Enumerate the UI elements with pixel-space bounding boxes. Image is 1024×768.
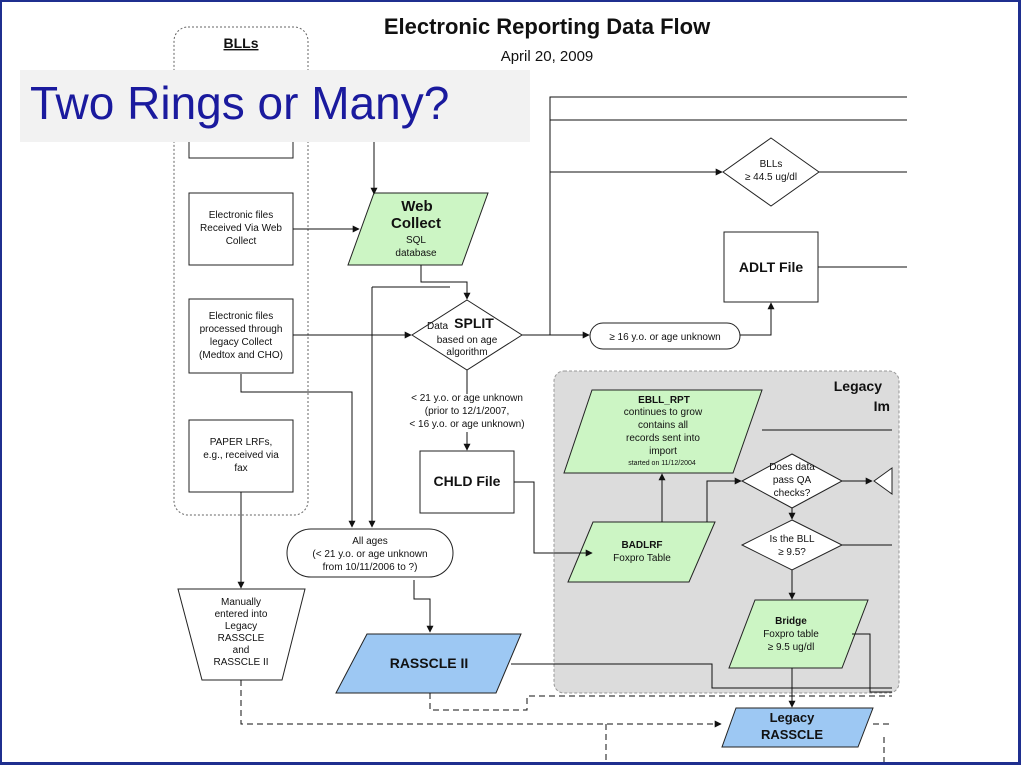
bridge-title: Bridge [775, 616, 807, 627]
legacy-import-label-2: Im [874, 398, 890, 414]
diagram-title: Electronic Reporting Data Flow [384, 14, 711, 39]
qa-check-line-3: checks? [774, 488, 811, 499]
bridge-line-2: ≥ 9.5 ug/dl [768, 642, 815, 653]
node-files-legacy [188, 298, 294, 374]
all-ages-line-2: (< 21 y.o. or age unknown [312, 549, 427, 560]
ebll-rpt-line-2: contains all [638, 420, 688, 431]
badlrf-sub: Foxpro Table [613, 553, 671, 564]
web-collect-sub-2: database [395, 248, 437, 259]
node-adlt-file [723, 231, 819, 303]
node-manual-entry [177, 588, 306, 681]
node-legacy-rasscle [721, 707, 874, 748]
node-files-webcollect [188, 192, 294, 266]
paper-lrfs-line-3: fax [234, 463, 247, 474]
node-all-ages [286, 528, 454, 578]
node-paper-lrfs [188, 419, 294, 493]
manual-entry-line-5: and [233, 645, 250, 656]
bll-threshold-line-2: ≥ 44.5 ug/dl [745, 172, 797, 183]
legacy-import-label: Legacy [834, 378, 882, 394]
dashed-connectors [240, 680, 892, 762]
under21-note-line-3: < 16 y.o. or age unknown) [409, 419, 524, 430]
chld-file-label: CHLD File [434, 473, 501, 489]
node-badlrf [567, 521, 716, 583]
age16-label: ≥ 16 y.o. or age unknown [609, 332, 720, 343]
qa-check-line-1: Does data [769, 462, 815, 473]
manual-entry-line-2: entered into [215, 609, 268, 620]
split-sub-2: algorithm [446, 347, 487, 358]
bridge-line-1: Foxpro table [763, 629, 819, 640]
slide-title-box: Two Rings or Many? [20, 70, 530, 142]
manual-entry-line-4: RASSCLE [218, 633, 265, 644]
under21-note-line-1: < 21 y.o. or age unknown [411, 393, 523, 404]
files-legacy-line-3: legacy Collect [210, 337, 272, 348]
split-title: SPLIT [454, 315, 494, 331]
bll-check-line-1: Is the BLL [769, 534, 814, 545]
diagram-date: April 20, 2009 [501, 48, 594, 65]
adlt-file-label: ADLT File [739, 259, 804, 275]
bll-check-line-2: ≥ 9.5? [778, 547, 806, 558]
node-offscreen-diamond [873, 467, 893, 495]
ebll-rpt-line-1: continues to grow [624, 407, 703, 418]
ebll-rpt-line-3: records sent into [626, 433, 700, 444]
all-ages-line-1: All ages [352, 536, 388, 547]
files-legacy-line-4: (Medtox and CHO) [199, 350, 283, 361]
files-legacy-line-2: processed through [200, 324, 283, 335]
manual-entry-line-1: Manually [221, 597, 261, 608]
node-web-collect [347, 192, 489, 266]
files-webcollect-line-1: Electronic files [209, 210, 273, 221]
files-webcollect-line-3: Collect [226, 236, 257, 247]
paper-lrfs-line-1: PAPER LRFs, [210, 437, 273, 448]
rasscle-ii-label: RASSCLE II [390, 655, 469, 671]
all-ages-line-3: from 10/11/2006 to ?) [323, 562, 418, 573]
ebll-rpt-title: EBLL_RPT [638, 395, 690, 406]
bll-group-label: BLLs [224, 35, 259, 51]
node-rasscle-ii [335, 633, 522, 694]
legacy-rasscle-line-1: Legacy [770, 710, 816, 725]
web-collect-sub-1: SQL [406, 235, 426, 246]
files-legacy-line-1: Electronic files [209, 311, 273, 322]
split-prefix: Data [427, 321, 449, 332]
node-chld-file [419, 450, 515, 514]
web-collect-title-1: Web [401, 198, 432, 215]
paper-lrfs-line-2: e.g., received via [203, 450, 279, 461]
under21-note-line-2: (prior to 12/1/2007, [425, 406, 510, 417]
badlrf-title: BADLRF [621, 540, 662, 551]
manual-entry-line-3: Legacy [225, 621, 257, 632]
node-bridge [728, 599, 869, 669]
manual-entry-line-6: RASSCLE II [213, 657, 268, 668]
node-age16 [589, 322, 741, 350]
slide-title: Two Rings or Many? [30, 77, 450, 129]
node-bll-threshold [722, 137, 820, 207]
qa-check-line-2: pass QA [773, 475, 812, 486]
web-collect-title-2: Collect [391, 215, 441, 232]
files-webcollect-line-2: Received Via Web [200, 223, 282, 234]
bll-group-container [173, 26, 309, 516]
connectors [237, 96, 907, 708]
split-sub-1: based on age [437, 335, 498, 346]
legacy-rasscle-line-2: RASSCLE [761, 727, 823, 742]
bll-threshold-line-1: BLLs [760, 159, 783, 170]
ebll-rpt-line-4: import [649, 446, 677, 457]
ebll-rpt-started: started on 11/12/2004 [628, 460, 696, 467]
node-ebll-rpt [563, 389, 763, 474]
